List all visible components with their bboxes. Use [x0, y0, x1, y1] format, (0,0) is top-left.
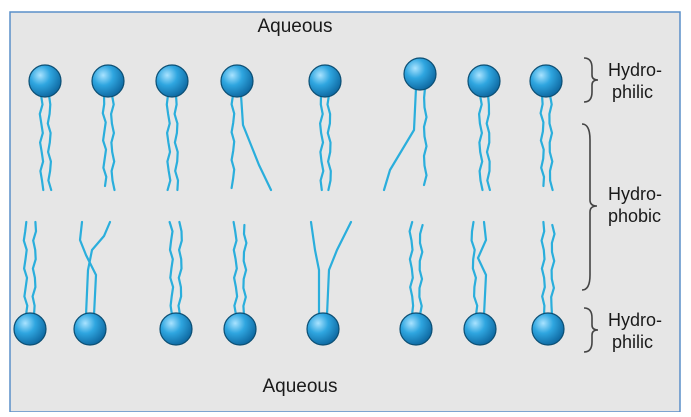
upper-lipid-7-tail-b [485, 93, 491, 192]
bracket-middle-shape [581, 123, 598, 291]
bracket-middle-line2: phobic [608, 206, 661, 226]
upper-lipid-8-tail-b [548, 93, 554, 192]
bottom-aqueous-label: Aqueous [262, 376, 337, 397]
lower-lipid-6-tail-a [408, 220, 415, 317]
lower-lipid-4-tail-b [242, 223, 248, 317]
upper-lipid-4-tail-a [230, 93, 236, 190]
lower-lipid-6-head [399, 312, 433, 346]
lower-lipid-6-tail-b [418, 223, 424, 317]
upper-lipid-6-tail-b [422, 86, 428, 187]
upper-lipid-2-tail-b [109, 93, 116, 192]
bracket-top-line1: Hydro- [608, 60, 662, 80]
upper-lipid-7-tail-a [477, 93, 484, 192]
upper-lipid-3-head [155, 64, 189, 98]
lower-lipid-2-head [73, 312, 107, 346]
lipid-tails [22, 86, 556, 317]
lower-lipid-1-head [13, 312, 47, 346]
bracket-middle-line1: Hydro- [608, 184, 662, 204]
lower-lipid-3-tail-a [168, 220, 175, 317]
upper-lipid-2-tail-a [101, 93, 108, 188]
lower-lipid-4-head [223, 312, 257, 346]
lower-lipid-3-head [159, 312, 193, 346]
lower-lipid-7-tail-a [470, 220, 479, 317]
lower-lipid-1-tail-b [31, 220, 38, 317]
lower-lipid-1-tail-a [22, 220, 29, 317]
lower-lipid-3-tail-b [177, 220, 183, 317]
lower-lipid-5-tail-b [325, 220, 353, 317]
upper-lipid-3-tail-a [165, 93, 172, 192]
bracket-bottom-shape [583, 307, 599, 353]
bracket-bottom-hydrophilic: Hydro- philic [583, 307, 662, 353]
lipid-heads [13, 57, 565, 346]
lower-lipid-8-head [531, 312, 565, 346]
lower-lipid-8-tail-a [540, 220, 546, 317]
lower-lipid-5-tail-a [309, 220, 321, 317]
bracket-top-hydrophilic: Hydro- philic [583, 57, 662, 103]
lower-lipid-7-head [463, 312, 497, 346]
bracket-bottom-line2: philic [612, 332, 653, 352]
upper-lipid-1-tail-b [46, 93, 53, 192]
upper-lipid-1-tail-a [38, 93, 45, 192]
bracket-top-line2: philic [612, 82, 653, 102]
upper-lipid-7-head [467, 64, 501, 98]
upper-lipid-3-tail-b [173, 93, 180, 192]
lower-lipid-7-tail-b [476, 220, 488, 317]
upper-lipid-6-head [403, 57, 437, 91]
upper-lipid-5-head [308, 64, 342, 98]
upper-lipid-6-tail-a [382, 86, 418, 192]
upper-lipid-8-tail-a [539, 93, 546, 188]
upper-lipid-1-head [28, 64, 62, 98]
lower-lipid-4-tail-a [232, 220, 239, 317]
upper-lipid-4-tail-b [239, 93, 273, 192]
upper-lipid-5-tail-b [326, 93, 332, 192]
upper-lipid-5-tail-a [318, 93, 325, 192]
bracket-middle-hydrophobic: Hydro- phobic [581, 123, 662, 291]
bracket-bottom-line1: Hydro- [608, 310, 662, 330]
top-aqueous-label: Aqueous [257, 16, 332, 37]
upper-lipid-4-head [220, 64, 254, 98]
lower-lipid-2-tail-a [84, 220, 112, 317]
bracket-top-shape [583, 57, 599, 103]
lower-lipid-2-tail-b [78, 220, 98, 317]
upper-lipid-2-head [91, 64, 125, 98]
lower-lipid-8-tail-b [550, 223, 556, 317]
lower-lipid-5-head [306, 312, 340, 346]
upper-lipid-8-head [529, 64, 563, 98]
